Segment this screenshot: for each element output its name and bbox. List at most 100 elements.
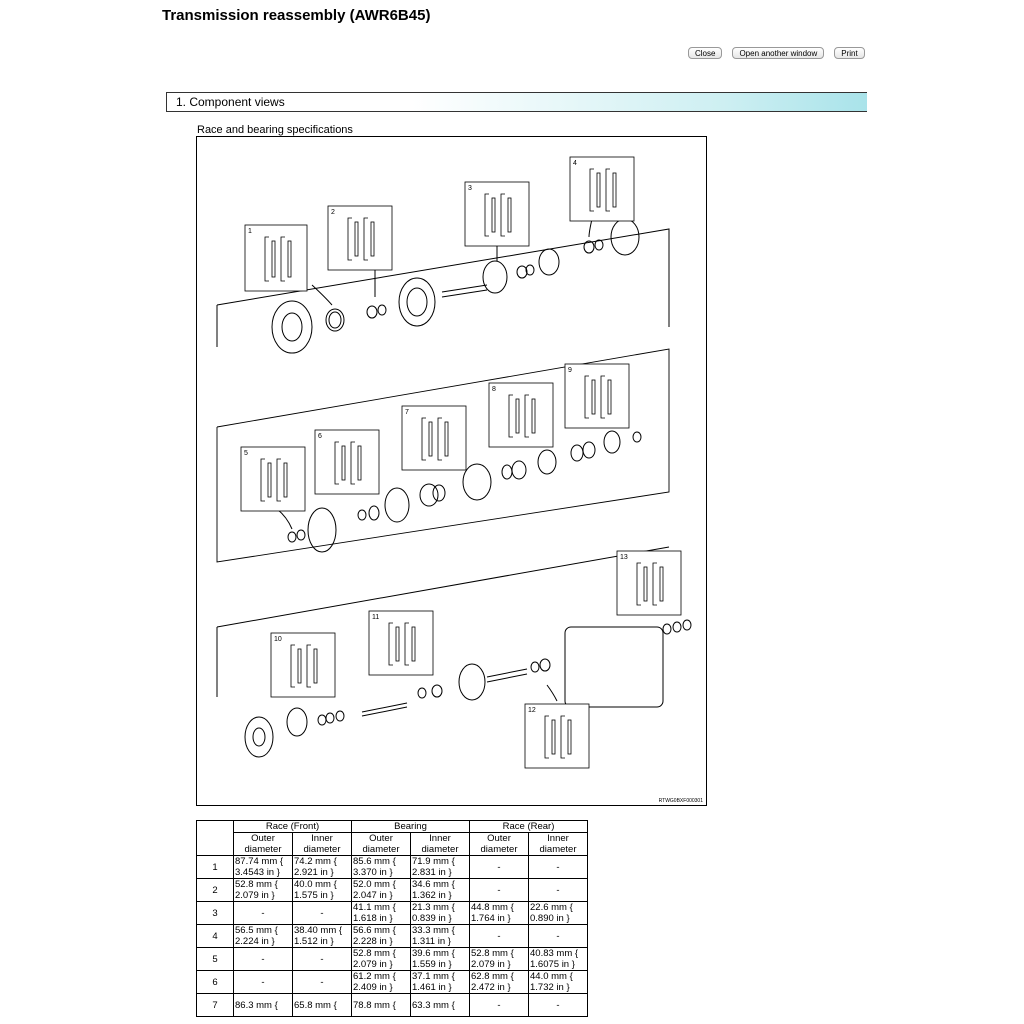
table-cell: 40.83 mm {1.6075 in } — [528, 947, 588, 971]
cell-mm-value: 44.0 mm { — [530, 971, 573, 982]
cell-inch-value: 2.079 in } — [353, 959, 393, 970]
cell-inch-value: 1.461 in } — [412, 982, 452, 993]
cell-mm-value: 21.3 mm { — [412, 902, 455, 913]
callout-box: 5 — [240, 446, 306, 512]
table-cell: - — [292, 947, 352, 971]
callout-number: 11 — [372, 614, 379, 621]
cell-value: - — [497, 884, 501, 896]
cell-mm-value: 52.0 mm { — [353, 879, 396, 890]
cell-mm-value: 52.8 mm { — [353, 948, 396, 959]
cell-inch-value: 2.079 in } — [235, 890, 275, 901]
callout-box: 11 — [368, 610, 434, 676]
cell-mm-value: 39.6 mm { — [412, 948, 455, 959]
callout-box: 3 — [464, 181, 530, 247]
row-number: 3 — [196, 901, 234, 925]
table-cell: - — [469, 878, 529, 902]
table-cell: 22.6 mm {0.890 in } — [528, 901, 588, 925]
callout-number: 8 — [492, 386, 496, 393]
table-cell: - — [528, 855, 588, 879]
row-number: 6 — [196, 970, 234, 994]
cell-mm-value: 62.8 mm { — [471, 971, 514, 982]
table-cell: - — [469, 924, 529, 948]
table-cell: 34.6 mm {1.362 in } — [410, 878, 470, 902]
cell-inch-value: 1.559 in } — [412, 959, 452, 970]
cell-mm-value: 37.1 mm { — [412, 971, 455, 982]
cell-mm-value: 56.5 mm { — [235, 925, 278, 936]
cell-mm-value: 44.8 mm { — [471, 902, 514, 913]
table-cell: 86.3 mm { — [233, 993, 293, 1017]
open-another-window-button[interactable]: Open another window — [732, 47, 825, 59]
table-cell: - — [528, 924, 588, 948]
callout-box: 8 — [488, 382, 554, 448]
cell-mm-value: 71.9 mm { — [412, 856, 455, 867]
callout-number: 4 — [573, 160, 577, 167]
cell-inch-value: 2.409 in } — [353, 982, 393, 993]
sub-header: Outer diameter — [351, 832, 411, 856]
callout-number: 12 — [528, 707, 536, 714]
table-cell: 87.74 mm {3.4543 in } — [233, 855, 293, 879]
table-cell: 85.6 mm {3.370 in } — [351, 855, 411, 879]
cell-inch-value: 2.831 in } — [412, 867, 452, 878]
spec-table: Race (Front) Bearing Race (Rear) Outer d… — [196, 820, 588, 1017]
cell-value: - — [556, 999, 560, 1011]
cell-inch-value: 2.047 in } — [353, 890, 393, 901]
cell-mm-value: 52.8 mm { — [235, 879, 278, 890]
cell-mm-value: 22.6 mm { — [530, 902, 573, 913]
table-cell: - — [292, 901, 352, 925]
table-cell: - — [528, 993, 588, 1017]
sub-header: Inner diameter — [292, 832, 352, 856]
group-header-race-front: Race (Front) — [233, 820, 352, 833]
cell-mm-value: 38.40 mm { — [294, 925, 343, 936]
cell-mm-value: 52.8 mm { — [471, 948, 514, 959]
callout-number: 5 — [244, 450, 248, 457]
callout-number: 13 — [620, 554, 628, 561]
callout-number: 2 — [331, 209, 335, 216]
cell-value: - — [261, 953, 265, 965]
cell-value: - — [556, 884, 560, 896]
cell-inch-value: 1.311 in } — [412, 936, 451, 947]
group-header-bearing: Bearing — [351, 820, 470, 833]
row-number: 2 — [196, 878, 234, 902]
table-row: 6--61.2 mm {2.409 in }37.1 mm {1.461 in … — [196, 970, 588, 994]
cell-value: - — [320, 953, 324, 965]
callout-box: 6 — [314, 429, 380, 495]
row-number: 4 — [196, 924, 234, 948]
group-header-race-rear: Race (Rear) — [469, 820, 588, 833]
table-cell: 38.40 mm {1.512 in } — [292, 924, 352, 948]
cell-value: - — [261, 976, 265, 988]
cell-inch-value: 2.224 in } — [235, 936, 275, 947]
cell-inch-value: 2.228 in } — [353, 936, 393, 947]
table-cell: 63.3 mm { — [410, 993, 470, 1017]
cell-inch-value: 2.472 in } — [471, 982, 511, 993]
print-button[interactable]: Print — [834, 47, 865, 59]
close-button[interactable]: Close — [688, 47, 723, 59]
cell-inch-value: 3.4543 in } — [235, 867, 280, 878]
table-cell: 56.5 mm {2.224 in } — [233, 924, 293, 948]
table-cell: 74.2 mm {2.921 in } — [292, 855, 352, 879]
sub-header: Outer diameter — [233, 832, 293, 856]
callout-number: 10 — [274, 636, 282, 643]
cell-mm-value: 56.6 mm { — [353, 925, 396, 936]
callout-box: 4 — [569, 156, 635, 222]
table-cell: 33.3 mm {1.311 in } — [410, 924, 470, 948]
callout-number: 9 — [568, 367, 572, 374]
callout-number: 3 — [468, 185, 472, 192]
cell-inch-value: 0.839 in } — [412, 913, 452, 924]
table-cell: - — [292, 970, 352, 994]
table-cell: - — [233, 947, 293, 971]
table-cell: 40.0 mm {1.575 in } — [292, 878, 352, 902]
callout-number: 7 — [405, 409, 409, 416]
cell-inch-value: 1.512 in } — [294, 936, 334, 947]
figure-caption: Race and bearing specifications — [197, 124, 353, 136]
cell-value: - — [556, 930, 560, 942]
cell-mm-value: 33.3 mm { — [412, 925, 455, 936]
cell-mm-value: 74.2 mm { — [294, 856, 337, 867]
cell-mm-value: 87.74 mm { — [235, 856, 284, 867]
callout-box: 13 — [616, 550, 682, 616]
callout-box: 7 — [401, 405, 467, 471]
cell-mm-value: 85.6 mm { — [353, 856, 396, 867]
